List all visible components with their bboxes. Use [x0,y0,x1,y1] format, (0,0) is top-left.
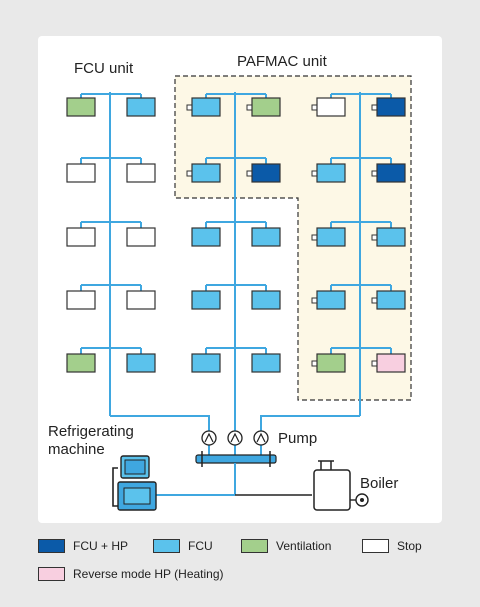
outdoor-air-port [246,104,253,111]
pump-icon [227,430,243,446]
legend-label: Reverse mode HP (Heating) [73,567,224,581]
legend-label: FCU [188,539,213,553]
legend: FCU + HP FCU Ventilation Stop Reverse mo… [38,538,458,598]
outdoor-air-port [371,360,378,367]
unit-box-stop [316,97,346,117]
pump-label: Pump [278,430,317,447]
outdoor-air-port [371,234,378,241]
outdoor-air-port [246,170,253,177]
unit-box-stop [66,290,96,310]
unit-box-fcu [316,163,346,183]
unit-box-stop [66,163,96,183]
pump-group [201,430,269,446]
unit-box-fcu [191,353,221,373]
legend-swatch [38,567,65,581]
unit-box-stop [126,290,156,310]
legend-label: FCU + HP [73,539,129,553]
boiler-icon [313,460,369,511]
hvac-system-diagram: FCU unit PAFMAC unit Pump [48,53,412,511]
legend-swatch [241,539,268,553]
unit-box-fcu [126,97,156,117]
unit-box-fcu [191,290,221,310]
unit-box-fcu [191,227,221,247]
unit-box-fcu [126,353,156,373]
unit-box-stop [126,163,156,183]
outdoor-air-port [186,170,193,177]
legend-item-reverse-hp: Reverse mode HP (Heating) [38,567,224,581]
outdoor-air-port [371,104,378,111]
legend-swatch [362,539,389,553]
outdoor-air-port [311,170,318,177]
unit-box-fcu-hp [376,97,406,117]
unit-box-fcu [251,227,281,247]
unit-box-fcu [316,290,346,310]
unit-box-fcu [316,227,346,247]
unit-box-ventilation [251,97,281,117]
pump-icon [201,430,217,446]
unit-box-ventilation [66,353,96,373]
legend-item-ventilation: Ventilation [241,539,331,553]
outdoor-air-port [371,170,378,177]
fcu-unit-label: FCU unit [74,60,134,77]
unit-box-fcu [376,290,406,310]
unit-box-fcu-hp [251,163,281,183]
pump-icon [253,430,269,446]
plant-piping [156,463,312,496]
return-pipe [110,415,210,431]
legend-item-fcu: FCU [153,539,213,553]
legend-swatch [38,539,65,553]
outdoor-air-port [186,104,193,111]
outdoor-air-port [311,234,318,241]
boiler-label: Boiler [360,475,398,492]
outdoor-air-port [311,104,318,111]
outdoor-air-port [311,360,318,367]
unit-box-stop [126,227,156,247]
unit-box-fcu [251,353,281,373]
refrigerating-machine-icon [112,455,157,511]
unit-grid [66,97,406,373]
header-pipe [195,451,277,467]
unit-box-fcu [191,97,221,117]
unit-box-reverse-hp [376,353,406,373]
unit-box-fcu [251,290,281,310]
legend-label: Ventilation [276,539,332,553]
outdoor-air-port [311,297,318,304]
legend-swatch [153,539,180,553]
refrigerating-label-line1: Refrigerating [48,423,134,440]
diagram-panel: FCU unit PAFMAC unit Pump [38,36,442,523]
unit-box-stop [66,227,96,247]
pafmac-unit-label: PAFMAC unit [237,53,328,70]
unit-box-fcu-hp [376,163,406,183]
unit-box-fcu [376,227,406,247]
unit-box-fcu [191,163,221,183]
legend-item-stop: Stop [362,539,422,553]
unit-box-ventilation [316,353,346,373]
legend-item-fcu-hp: FCU + HP [38,539,128,553]
return-pipe [260,415,360,431]
refrigerating-label-line2: machine [48,441,105,458]
outdoor-air-port [371,297,378,304]
unit-box-ventilation [66,97,96,117]
pipe-network [80,92,392,455]
legend-label: Stop [397,539,422,553]
